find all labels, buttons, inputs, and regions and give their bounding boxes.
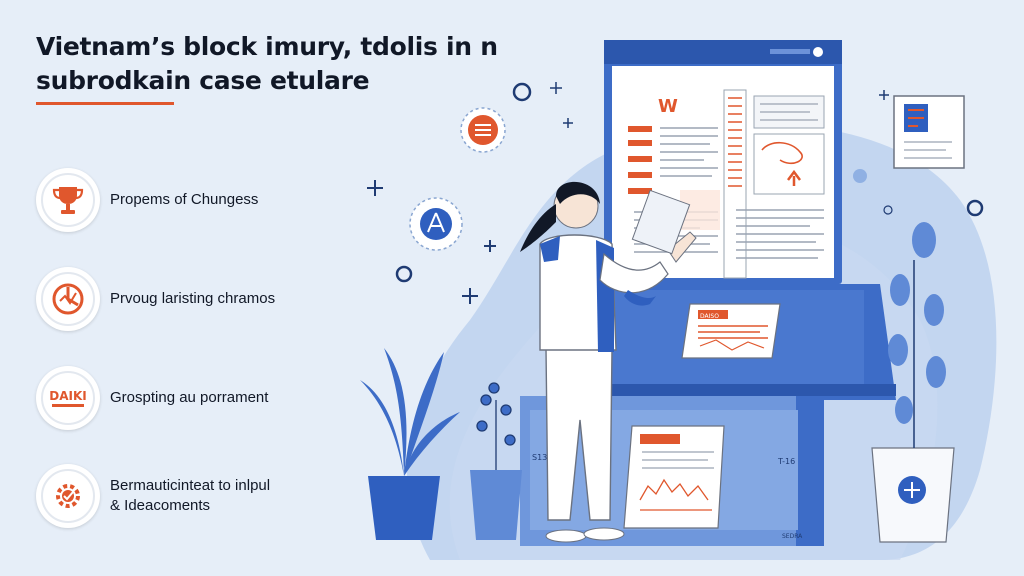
plant-left-leaves — [360, 348, 460, 476]
feature-badge — [36, 267, 100, 331]
brand-logo-icon: DAIKI — [49, 389, 87, 407]
trophy-icon — [52, 187, 84, 214]
feature-item-3: DAIKI Grospting au porrament — [36, 366, 356, 430]
plant-right-leaves — [888, 222, 946, 448]
drawer-label-left: S13 — [532, 453, 547, 462]
cabinet-footer-label: SEDRA — [782, 533, 803, 540]
feature-badge — [36, 464, 100, 528]
chart-circle-icon — [52, 283, 84, 315]
deco-circle — [512, 82, 532, 102]
deco-circle — [966, 199, 984, 217]
plant-middle-pot — [470, 470, 522, 540]
page-title: Vietnam’s block imury, tdolis in n subro… — [36, 30, 556, 98]
title-underline — [36, 102, 174, 105]
feature-label-line-2: & Ideacoments — [110, 497, 211, 514]
feature-badge — [36, 168, 100, 232]
person-figure — [520, 181, 697, 543]
title-line-1: Vietnam’s block imury, tdolis in n — [36, 32, 498, 61]
flower-icon — [853, 169, 867, 183]
illustration-scene: W S13 T-16 SEDRA DAISO — [360, 40, 997, 560]
svg-text:DAIKI: DAIKI — [49, 389, 86, 403]
feature-item-4: Bermauticinteat to inlpul & Ideacoments — [36, 464, 356, 528]
feature-label: Prvoug laristing chramos — [110, 290, 276, 307]
feature-label: Grospting au porrament — [110, 389, 269, 406]
plant-left-pot — [368, 476, 440, 540]
title-line-2: subrodkain case etulare — [36, 66, 370, 95]
drawer-label-right: T-16 — [777, 457, 795, 466]
feature-label: Bermauticinteat to inlpul & Ideacoments — [110, 464, 270, 528]
feature-label-line-1: Bermauticinteat to inlpul — [110, 477, 271, 494]
feature-item-2: Prvoug laristing chramos — [36, 267, 356, 331]
sparkle-icon — [550, 82, 889, 128]
sparkle-icon — [367, 180, 496, 304]
feature-item-1: Propems of Chungess — [36, 168, 356, 232]
feature-label: Propems of Chungess — [110, 191, 259, 208]
deco-circle — [395, 265, 413, 283]
feature-badge: DAIKI — [36, 366, 100, 430]
form-stamp-label: DAISO — [700, 313, 719, 320]
gear-check-icon — [56, 484, 80, 508]
screen-logo: W — [658, 96, 678, 117]
plant-middle-leaves — [476, 382, 516, 470]
screen-sidebar-buttons — [628, 126, 652, 194]
